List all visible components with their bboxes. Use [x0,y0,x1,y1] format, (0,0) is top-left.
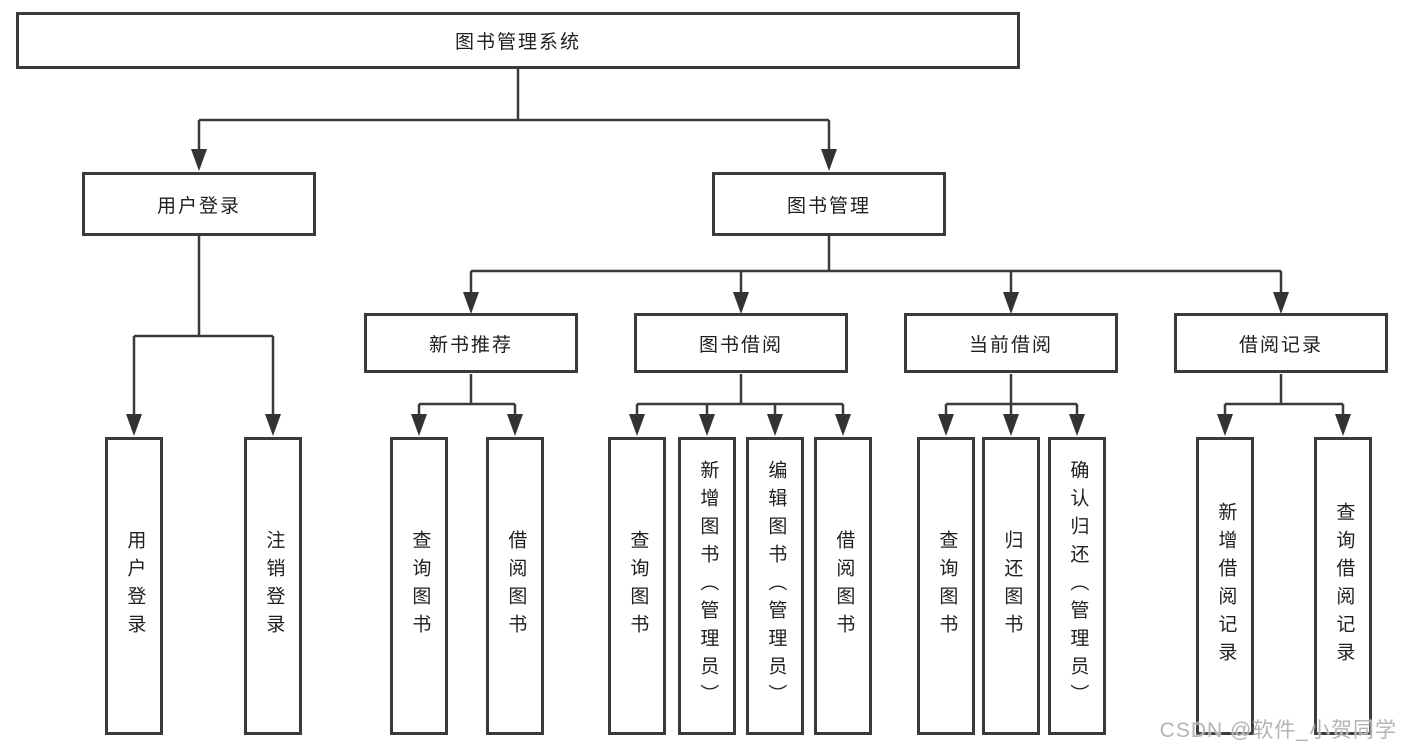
leaf-query-borrow-record-label: 查询借阅记录 [1333,502,1355,670]
leaf-query-books-recommend-label: 查询图书 [409,530,431,642]
leaf-logout: 注销登录 [244,437,302,735]
leaf-user-login: 用户登录 [105,437,163,735]
leaf-add-borrow-record: 新增借阅记录 [1196,437,1254,735]
leaf-query-books-recommend: 查询图书 [390,437,448,735]
leaf-borrow-books: 借阅图书 [814,437,872,735]
node-user-login: 用户登录 [82,172,316,236]
leaf-add-book-admin-label: 新增图书（管理员） [697,460,719,712]
node-current-borrowing: 当前借阅 [904,313,1118,373]
node-borrowing-records: 借阅记录 [1174,313,1388,373]
leaf-query-books-current: 查询图书 [917,437,975,735]
leaf-query-books-borrow-label: 查询图书 [627,530,649,642]
leaf-logout-label: 注销登录 [263,530,285,642]
leaf-edit-book-admin-label: 编辑图书（管理员） [765,460,787,712]
node-new-book-recommendation: 新书推荐 [364,313,578,373]
watermark: CSDN @软件_小贺同学 [1159,719,1397,742]
leaf-return-books-label: 归还图书 [1001,530,1023,642]
leaf-query-borrow-record: 查询借阅记录 [1314,437,1372,735]
leaf-return-books: 归还图书 [982,437,1040,735]
leaf-add-borrow-record-label: 新增借阅记录 [1215,502,1237,670]
connector-lines [132,69,1345,430]
leaf-confirm-return-admin-label: 确认归还（管理员） [1067,460,1089,712]
leaf-borrow-books-recommend-label: 借阅图书 [505,530,527,642]
leaf-user-login-label: 用户登录 [124,530,146,642]
arrowhead-icons [126,149,1351,436]
leaf-edit-book-admin: 编辑图书（管理员） [746,437,804,735]
node-library-management-system: 图书管理系统 [16,12,1020,69]
leaf-query-books-current-label: 查询图书 [936,530,958,642]
leaf-add-book-admin: 新增图书（管理员） [678,437,736,735]
leaf-query-books-borrow: 查询图书 [608,437,666,735]
node-book-borrowing: 图书借阅 [634,313,848,373]
node-book-management: 图书管理 [712,172,946,236]
leaf-borrow-books-recommend: 借阅图书 [486,437,544,735]
leaf-borrow-books-label: 借阅图书 [833,530,855,642]
leaf-confirm-return-admin: 确认归还（管理员） [1048,437,1106,735]
